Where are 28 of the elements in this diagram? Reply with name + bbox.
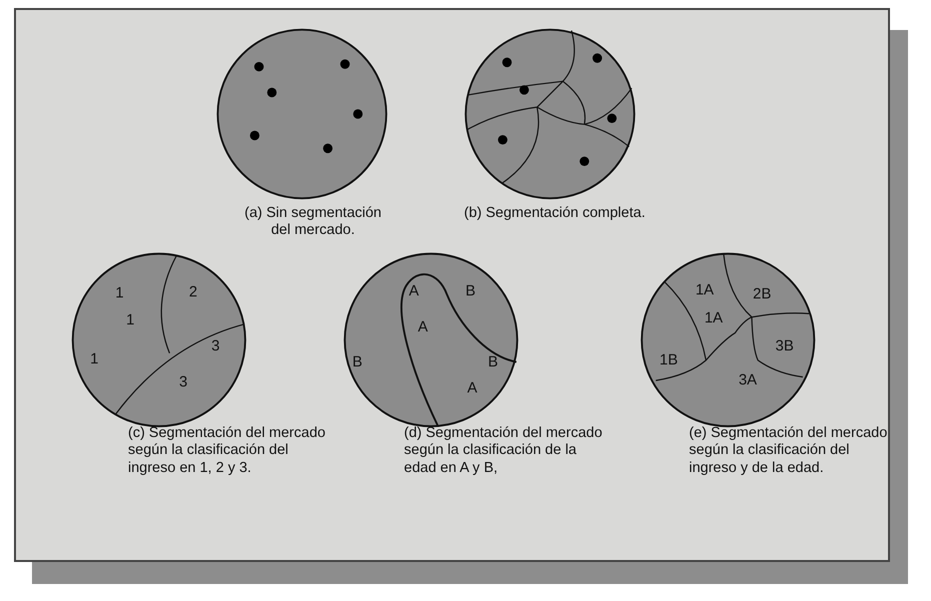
segment-label: 1B xyxy=(660,352,678,368)
segment-label: 1A xyxy=(695,282,714,298)
market-circle xyxy=(71,252,247,428)
segment-label: 1A xyxy=(704,310,723,326)
figure-caption: (b) Segmentación completa. xyxy=(464,205,646,222)
figure-caption: (a) Sin segmentación del mercado. xyxy=(243,205,382,240)
segment-label: B xyxy=(488,354,498,370)
segment-label: 3B xyxy=(775,338,794,354)
figure-caption: (d) Segmentación del mercado según la clasificación de la edad en A y B, xyxy=(404,425,604,478)
segment-label: 3 xyxy=(211,338,220,354)
segment-label: 3 xyxy=(179,374,188,390)
market-circle xyxy=(464,28,636,200)
segment-label: A xyxy=(467,380,478,396)
segment-label: A xyxy=(408,283,419,298)
segment-label: 1 xyxy=(126,312,134,328)
segment-label: B xyxy=(466,283,476,298)
segment-label: 1 xyxy=(90,351,99,366)
segment-label: 2 xyxy=(188,284,198,299)
figure-caption: (c) Segmentación del mercado según la clasificación del ingreso en 1, 2 y 3. xyxy=(128,425,326,478)
segment-label: 1 xyxy=(115,286,124,301)
market-circle xyxy=(640,252,816,428)
market-circle xyxy=(216,28,388,200)
market-circle xyxy=(343,252,519,428)
segment-label: A xyxy=(418,319,428,334)
segment-label: B xyxy=(352,354,362,370)
segment-label: 2B xyxy=(752,286,772,302)
figure-caption: (e) Segmentación del mercado según la clasificación del ingreso y de la edad. xyxy=(689,425,888,478)
segment-label: 3A xyxy=(738,372,757,387)
